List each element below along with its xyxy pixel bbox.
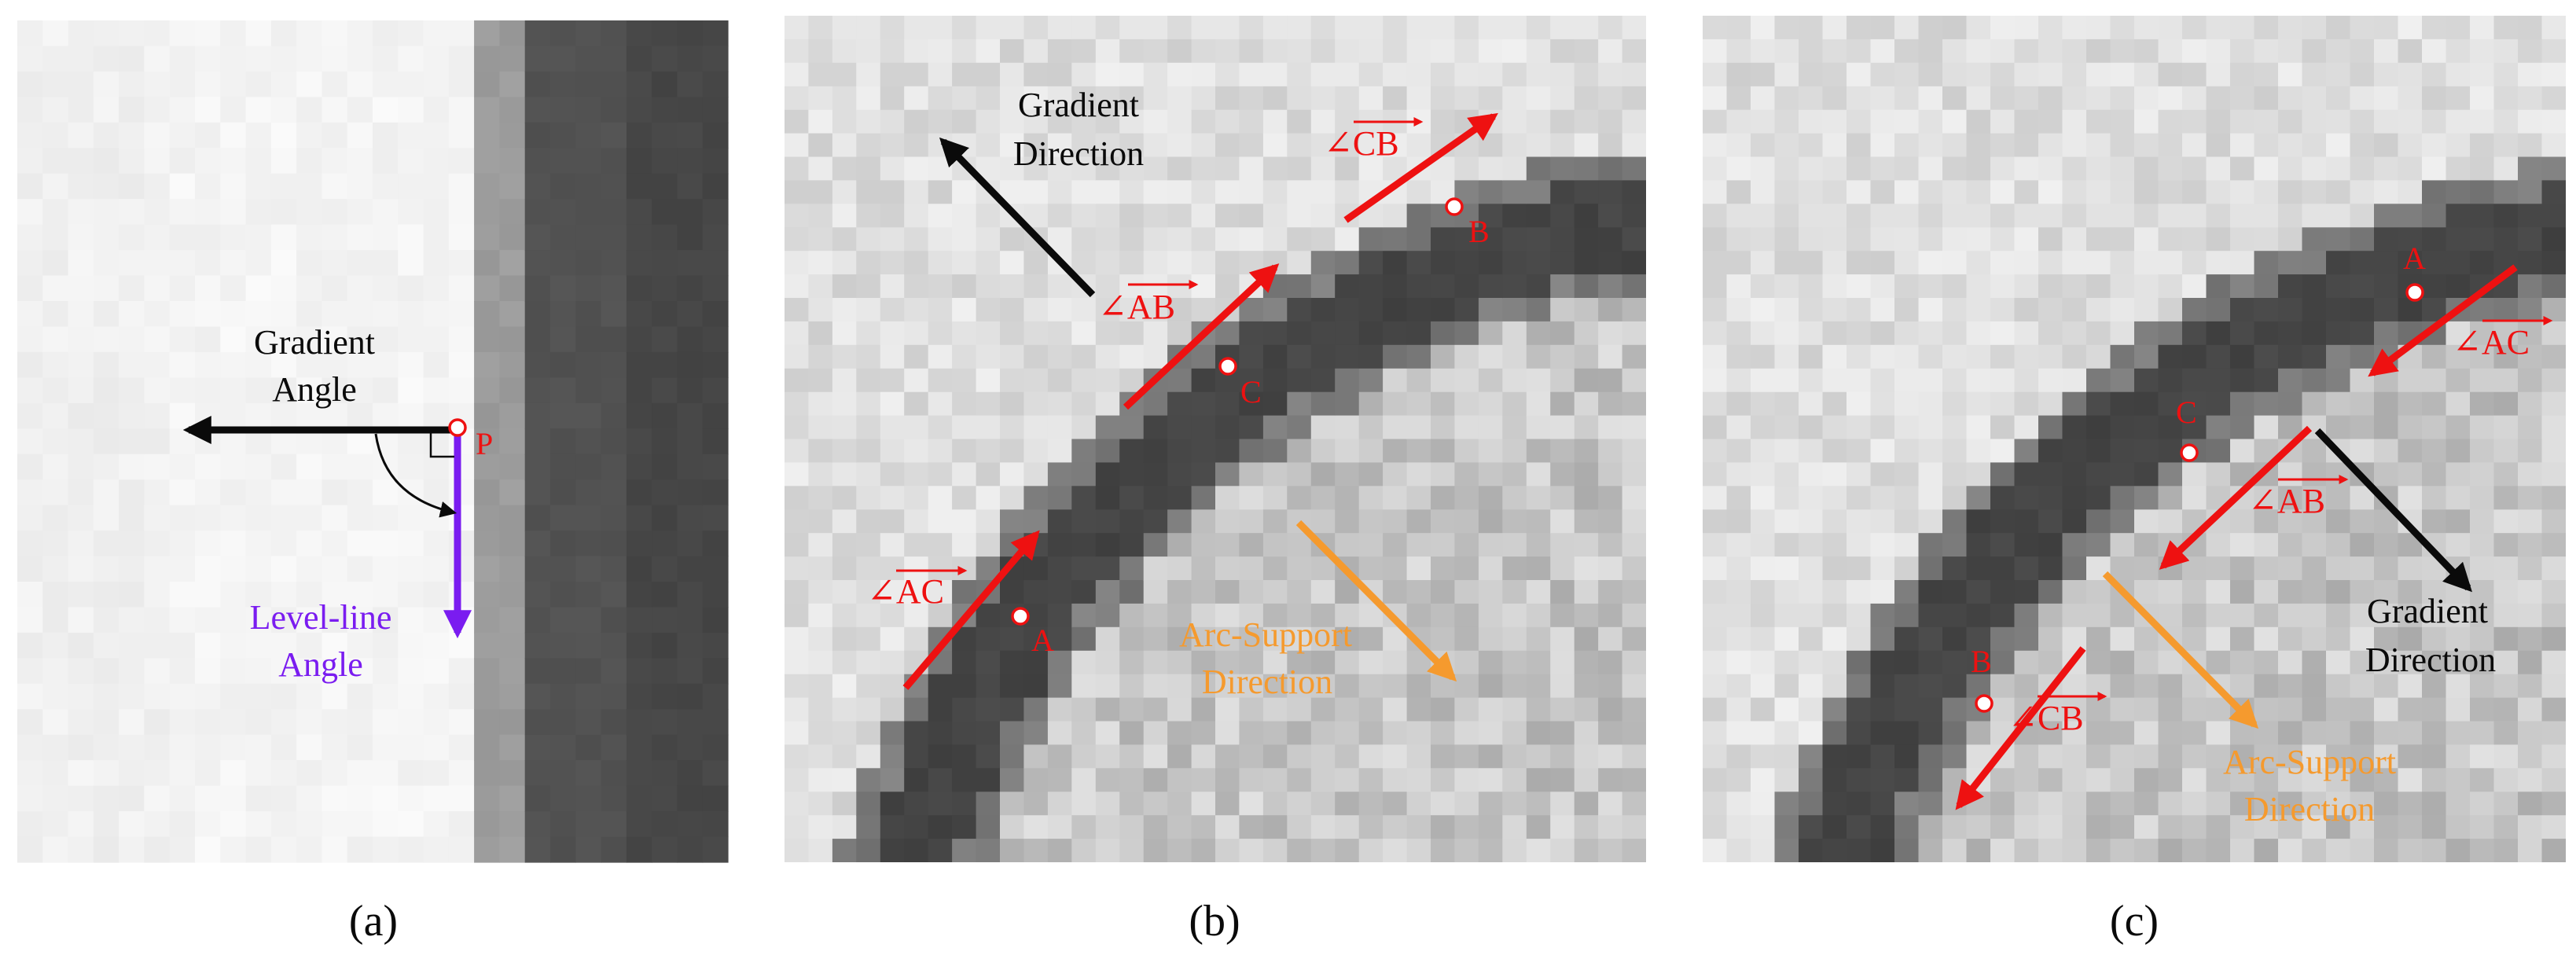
vector-ab-label: ∠AB — [2248, 475, 2349, 520]
svg-text:∠AB: ∠AB — [1098, 288, 1175, 326]
point-a-marker — [1011, 607, 1030, 626]
caption-b: (b) — [1189, 897, 1240, 946]
point-a-label: A — [1031, 623, 1054, 658]
point-c-marker — [2180, 443, 2199, 462]
svg-text:∠AB: ∠AB — [2248, 482, 2325, 520]
arc-support-label-2: Direction — [2244, 790, 2375, 828]
pixel-background-c — [1703, 16, 2566, 862]
point-b-marker — [1975, 694, 1994, 713]
panel-a: Gradient Angle P Level-line Angle (a) — [17, 20, 729, 946]
gradient-direction-label-2: Direction — [1013, 134, 1144, 173]
point-b-label: B — [1468, 214, 1490, 249]
vector-ac-label: ∠AC — [867, 566, 968, 611]
svg-text:∠CB: ∠CB — [1324, 124, 1399, 163]
arc-support-label-2: Direction — [1202, 663, 1332, 701]
panel-b: Gradient Direction A B C ∠AC ∠AB ∠CB Arc… — [785, 16, 1646, 946]
gradient-direction-label-1: Gradient — [1018, 86, 1139, 124]
pixel-background-b — [785, 16, 1646, 862]
gradient-direction-label-2: Direction — [2365, 641, 2496, 679]
arc-support-arrow — [2102, 571, 2259, 729]
gradient-direction-label-1: Gradient — [2367, 592, 2488, 630]
vector-cb-arrow — [1343, 112, 1498, 223]
vector-ac-arrow — [2368, 264, 2518, 377]
caption-c: (c) — [2110, 897, 2159, 946]
point-a-marker — [2405, 283, 2424, 302]
arc-support-label-1: Arc-Support — [2223, 743, 2396, 781]
panel-c: A B C ∠AC ∠AB ∠CB Gradient Direction Arc… — [1703, 16, 2566, 946]
caption-a: (a) — [349, 897, 398, 946]
vector-ac-arrow — [902, 530, 1040, 690]
vector-ab-arrow — [1123, 263, 1280, 410]
vector-cb-label: ∠CB — [1324, 117, 1424, 163]
gradient-angle-label-2: Angle — [272, 370, 357, 409]
level-line-label-1: Level-line — [250, 598, 392, 637]
point-b-marker — [1445, 197, 1464, 216]
vector-cb-label: ∠CB — [2008, 692, 2107, 737]
point-c-label: C — [2176, 395, 2197, 430]
point-p-marker — [448, 418, 467, 437]
svg-text:∠CB: ∠CB — [2008, 699, 2084, 737]
arc-support-arrow — [1295, 520, 1457, 682]
gradient-direction-arrow — [2314, 428, 2472, 593]
point-a-label: A — [2403, 241, 2426, 276]
angle-arc-arrow — [374, 433, 458, 518]
vector-ac-label: ∠AC — [2453, 316, 2553, 362]
point-b-label: B — [1971, 644, 1992, 679]
vector-ab-label: ∠AB — [1098, 280, 1199, 326]
vector-cb-arrow — [1955, 646, 2086, 810]
pixel-background-a — [17, 20, 729, 863]
point-c-marker — [1218, 357, 1237, 376]
svg-text:∠AC: ∠AC — [2453, 323, 2530, 362]
svg-text:∠AC: ∠AC — [867, 572, 944, 611]
arc-support-label-1: Arc-Support — [1179, 615, 1352, 654]
point-p-label: P — [476, 426, 493, 461]
vector-ab-arrow — [2159, 425, 2313, 570]
level-line-label-2: Angle — [278, 645, 363, 684]
gradient-angle-label-1: Gradient — [254, 323, 375, 362]
right-angle-mark — [429, 433, 454, 458]
gradient-direction-arrow — [939, 137, 1096, 298]
point-c-label: C — [1240, 374, 1262, 410]
